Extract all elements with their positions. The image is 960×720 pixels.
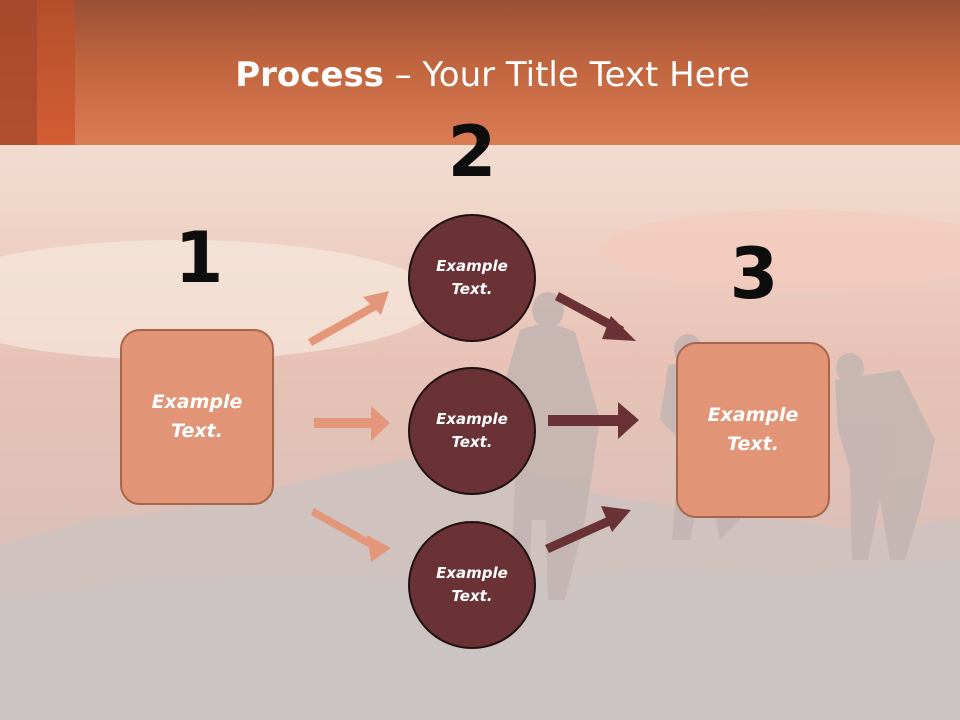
arrow-1-to-2-bottom (311, 508, 391, 562)
arrow-2-to-3-middle (548, 402, 639, 439)
step-2-node-bottom-text: Example Text. (436, 564, 508, 605)
step-number-2: 2 (447, 111, 497, 193)
title-rest: – Your Title Text Here (383, 55, 750, 95)
arrow-2-to-3-bottom (545, 506, 631, 553)
step-3-text: Example Text. (707, 404, 799, 455)
step-number-1: 1 (174, 217, 224, 299)
arrow-1-to-2-middle (314, 406, 390, 441)
accent-strip-left (0, 0, 37, 145)
accent-strip-right (37, 0, 75, 145)
step-1-box[interactable]: Example Text. (120, 329, 274, 505)
step-2-node-bottom[interactable]: Example Text. (408, 521, 536, 649)
arrow-1-to-2-top (308, 291, 389, 346)
step-number-3: 3 (729, 233, 779, 315)
step-1-text: Example Text. (151, 391, 243, 442)
arrow-2-to-3-top (555, 292, 636, 341)
step-2-node-top-text: Example Text. (436, 257, 508, 298)
title-bold: Process (235, 55, 384, 95)
step-3-box[interactable]: Example Text. (676, 342, 830, 518)
step-2-node-middle[interactable]: Example Text. (408, 367, 536, 495)
step-2-node-top[interactable]: Example Text. (408, 214, 536, 342)
slide-title[interactable]: Process – Your Title Text Here (0, 52, 960, 98)
step-2-node-middle-text: Example Text. (436, 410, 508, 451)
title-bar (0, 0, 960, 145)
